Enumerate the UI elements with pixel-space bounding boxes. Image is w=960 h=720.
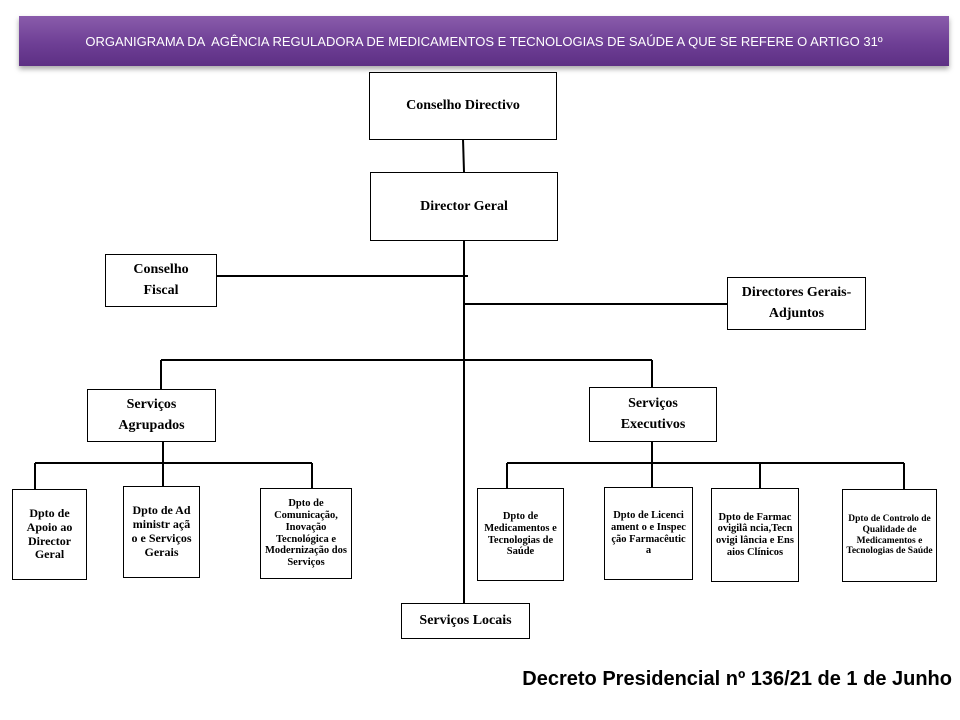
dept-licenciamento-label: Dpto de Licenciament o e Inspecção Farma… (611, 510, 686, 557)
conselho-directivo-label: Conselho Directivo (406, 98, 520, 114)
servicos-executivos-label: Serviços Executivos (620, 396, 686, 432)
dept-comunicacao-box: Dpto de Comunicação, Inovação Tecnológic… (260, 488, 352, 579)
director-geral-label: Director Geral (420, 198, 508, 214)
servicos-agrupados-box: Serviços Agrupados (87, 389, 216, 442)
servicos-locais-box: Serviços Locais (401, 603, 530, 639)
dept-farmacovigilancia-label: Dpto de Farmacovigilâ ncia,Tecnovigi lân… (716, 511, 794, 558)
dept-comunicacao-label: Dpto de Comunicação, Inovação Tecnológic… (265, 498, 347, 568)
dept-medicamentos-box: Dpto de Medicamentos e Tecnologias de Sa… (477, 488, 564, 581)
dept-apoio-director-label: Dpto de Apoio ao Director Geral (26, 505, 73, 562)
dept-medicamentos-label: Dpto de Medicamentos e Tecnologias de Sa… (484, 511, 557, 558)
dept-controlo-qualidade-label: Dpto de Controlo de Qualidade de Medicam… (846, 514, 933, 557)
servicos-agrupados-label: Serviços Agrupados (118, 397, 185, 433)
directores-adjuntos-label: Directores Gerais-Adjuntos (741, 285, 852, 321)
servicos-locais-label: Serviços Locais (419, 613, 512, 629)
dept-farmacovigilancia-box: Dpto de Farmacovigilâ ncia,Tecnovigi lân… (711, 488, 799, 582)
dept-apoio-director-box: Dpto de Apoio ao Director Geral (12, 489, 87, 580)
conselho-fiscal-label: Conselho Fiscal (133, 262, 189, 298)
banner-title: ORGANIGRAMA DA AGÊNCIA REGULADORA DE MED… (85, 33, 883, 49)
conselho-directivo-box: Conselho Directivo (369, 72, 557, 140)
directores-adjuntos-box: Directores Gerais-Adjuntos (727, 277, 866, 330)
decree-footer: Decreto Presidencial nº 136/21 de 1 de J… (490, 668, 952, 691)
dept-administracao-label: Dpto de Administr ação e Serviços Gerais (131, 503, 192, 559)
servicos-executivos-box: Serviços Executivos (589, 387, 717, 442)
director-geral-box: Director Geral (370, 172, 558, 241)
title-banner: ORGANIGRAMA DA AGÊNCIA REGULADORA DE MED… (19, 16, 949, 66)
conselho-fiscal-box: Conselho Fiscal (105, 254, 217, 307)
connector-cd-dg (462, 138, 465, 173)
decree-text: Decreto Presidencial nº 136/21 de 1 de J… (522, 668, 952, 690)
dept-controlo-qualidade-box: Dpto de Controlo de Qualidade de Medicam… (842, 489, 937, 582)
dept-administracao-box: Dpto de Administr ação e Serviços Gerais (123, 486, 200, 578)
dept-licenciamento-box: Dpto de Licenciament o e Inspecção Farma… (604, 487, 693, 580)
